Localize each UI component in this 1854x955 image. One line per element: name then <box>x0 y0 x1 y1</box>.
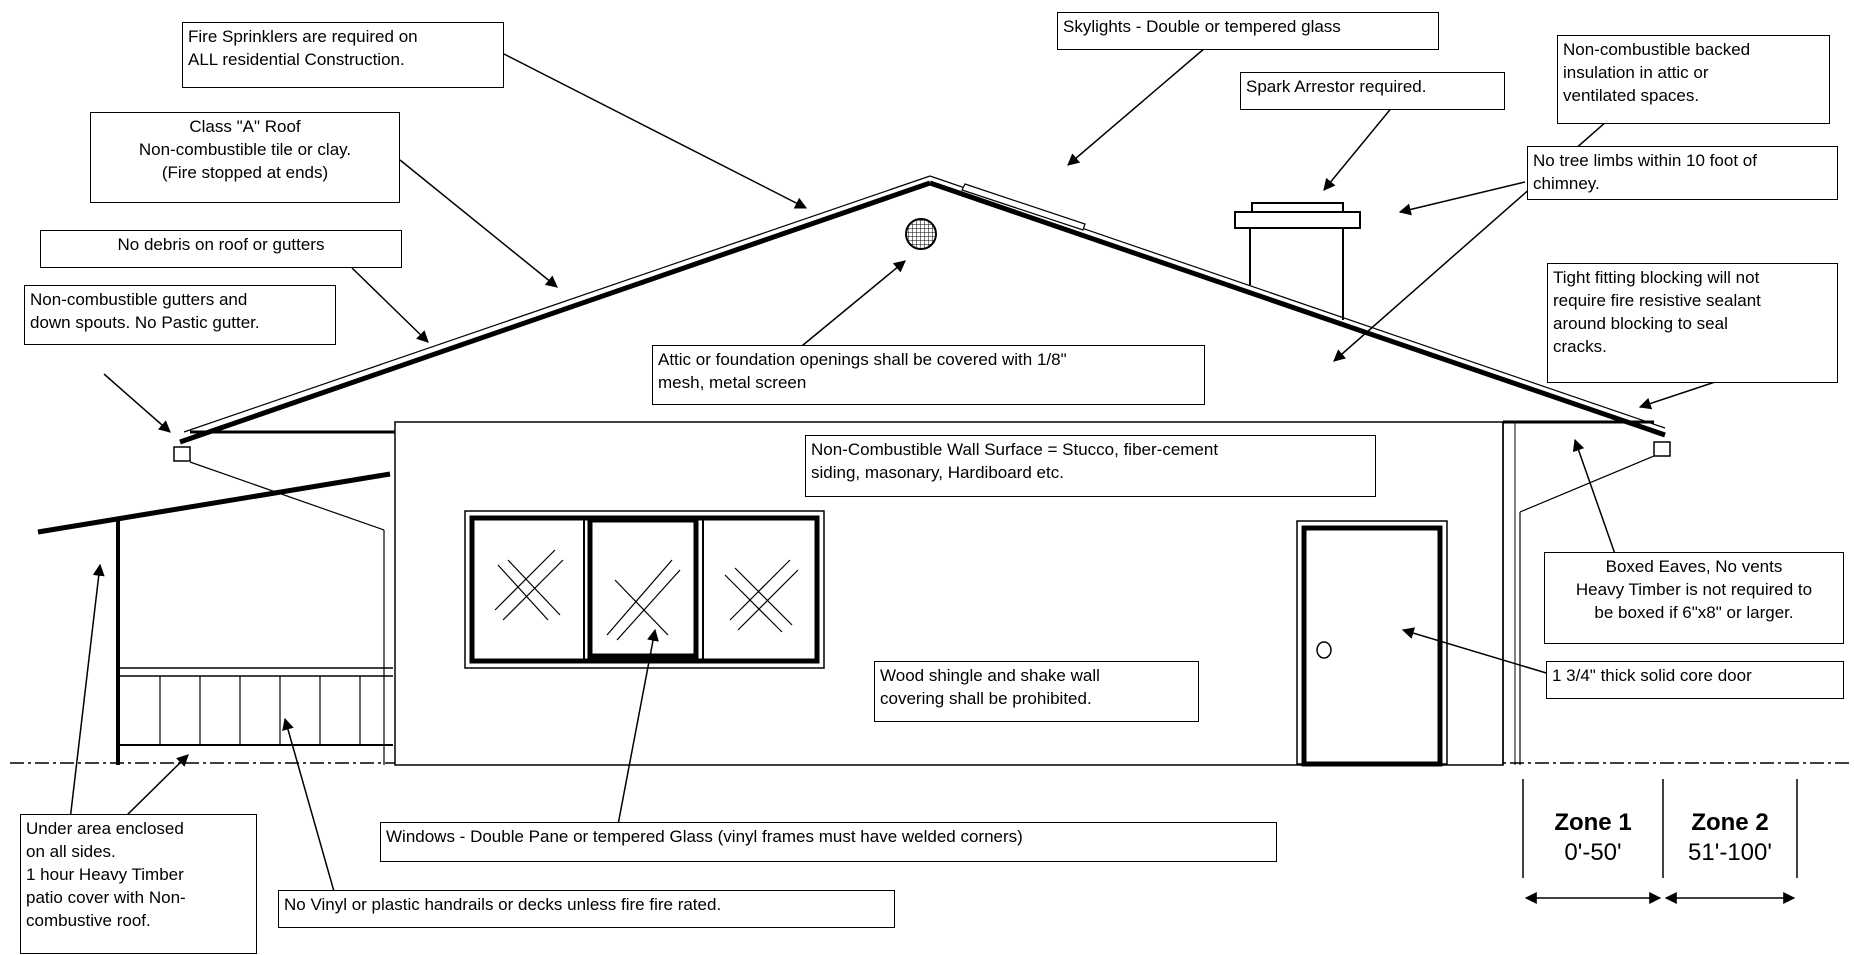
note-gutters: Non-combustible gutters and down spouts.… <box>24 285 336 345</box>
zone-1-range: 0'-50' <box>1564 839 1622 866</box>
patio-cover <box>37 471 393 765</box>
door <box>1296 520 1448 767</box>
note-wood-shingle: Wood shingle and shake wall covering sha… <box>874 661 1199 722</box>
zone-markers <box>1522 779 1798 904</box>
note-sprinklers: Fire Sprinklers are required on ALL resi… <box>182 22 504 88</box>
zone-2-range: 51'-100' <box>1688 839 1772 866</box>
note-handrails: No Vinyl or plastic handrails or decks u… <box>278 890 895 928</box>
zone-2-label: Zone 2 51'-100' <box>1663 808 1797 868</box>
roof <box>179 175 1666 445</box>
note-attic-openings: Attic or foundation openings shall be co… <box>652 345 1205 405</box>
eave-box-left <box>173 446 191 462</box>
windows <box>464 510 825 669</box>
eave-box-right <box>1653 441 1671 457</box>
note-blocking: Tight fitting blocking will not require … <box>1547 263 1838 383</box>
zone-1-title: Zone 1 <box>1554 809 1632 836</box>
note-attic-insulation: Non-combustible backed insulation in att… <box>1557 35 1830 124</box>
zone-2-title: Zone 2 <box>1691 809 1769 836</box>
zone-1-label: Zone 1 0'-50' <box>1523 808 1663 868</box>
note-tree-limbs: No tree limbs within 10 foot of chimney. <box>1527 146 1838 200</box>
note-class-a-roof: Class "A" Roof Non-combustible tile or c… <box>90 112 400 203</box>
note-under-area: Under area enclosed on all sides. 1 hour… <box>20 814 257 954</box>
note-no-debris: No debris on roof or gutters <box>40 230 402 268</box>
note-wall-surface: Non-Combustible Wall Surface = Stucco, f… <box>805 435 1376 497</box>
skylight <box>961 183 1086 231</box>
note-spark-arrestor: Spark Arrestor required. <box>1240 72 1505 110</box>
chimney <box>1234 202 1361 320</box>
attic-vent <box>905 218 937 250</box>
note-skylights: Skylights - Double or tempered glass <box>1057 12 1439 50</box>
note-windows: Windows - Double Pane or tempered Glass … <box>380 822 1277 862</box>
note-boxed-eaves: Boxed Eaves, No vents Heavy Timber is no… <box>1544 552 1844 644</box>
note-door: 1 3/4" thick solid core door <box>1546 661 1844 699</box>
